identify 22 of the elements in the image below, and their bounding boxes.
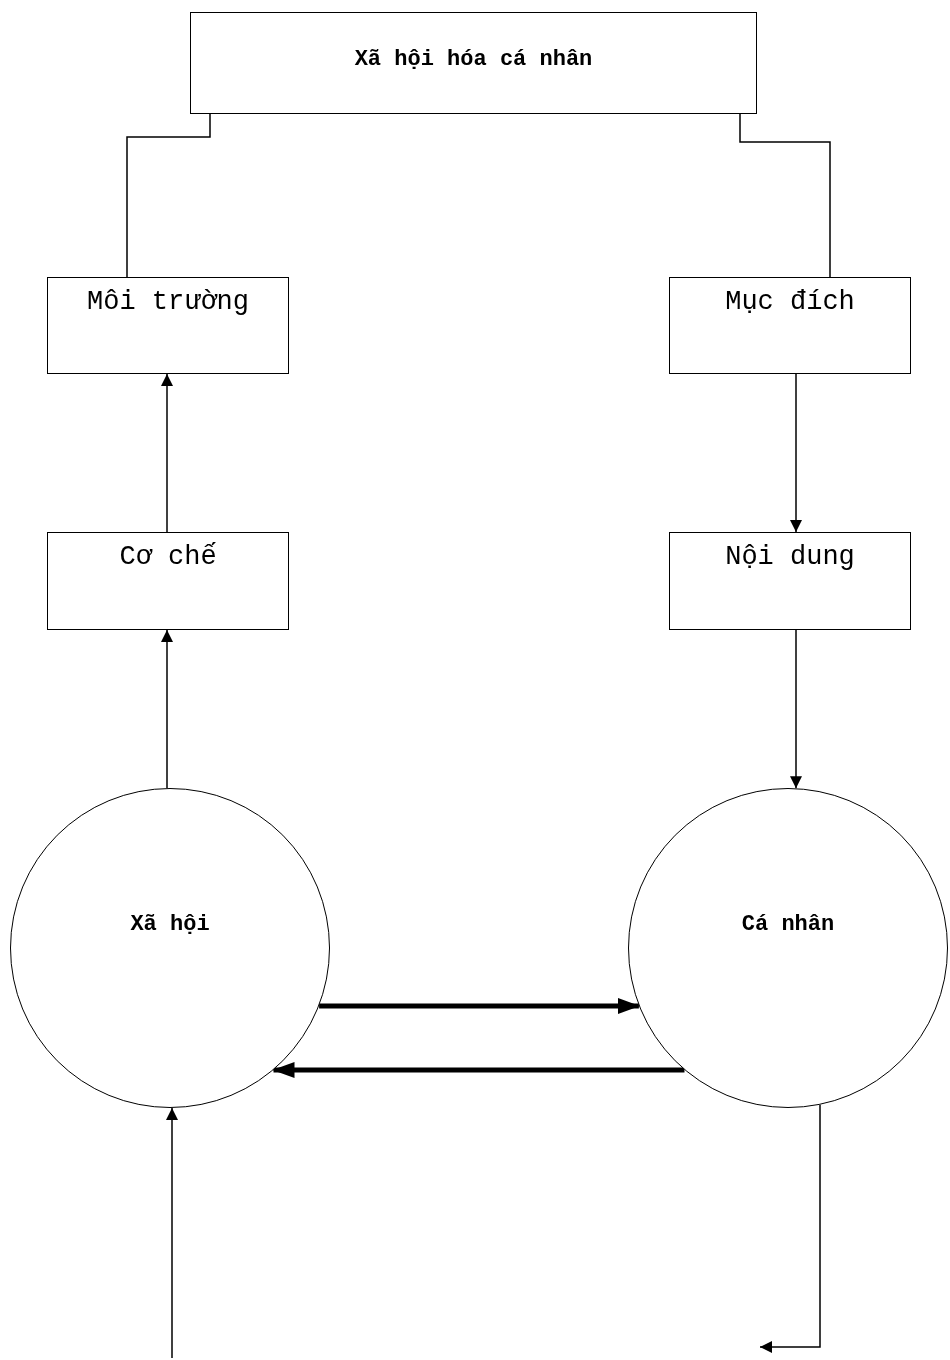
text-box	[669, 532, 911, 630]
connector-line	[126, 113, 211, 278]
text-box	[47, 532, 289, 630]
arrow	[790, 373, 802, 533]
box-label: Mục đích	[725, 286, 855, 319]
box-label: Môi trường	[87, 286, 249, 319]
arrow	[161, 373, 173, 533]
arrow	[166, 1107, 178, 1359]
circle-label: Cá nhân	[741, 910, 835, 939]
box-label: Xã hội hóa cá nhân	[354, 45, 593, 74]
double-arrow	[319, 998, 640, 1014]
circle-label: Xã hội	[130, 910, 210, 939]
arrow	[161, 629, 173, 789]
arrow	[790, 629, 802, 789]
title-box	[190, 12, 757, 114]
arrow	[759, 1104, 821, 1353]
box-label: Cơ chế	[119, 541, 217, 574]
double-arrow	[272, 1062, 685, 1078]
text-box	[47, 277, 289, 374]
connector-line	[739, 113, 831, 278]
text-box	[669, 277, 911, 374]
box-label: Nội dung	[725, 541, 855, 574]
